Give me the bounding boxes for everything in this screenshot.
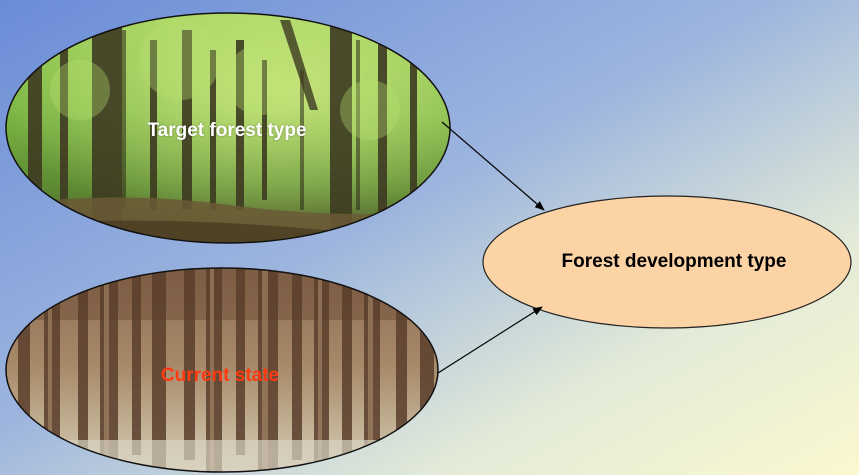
forest-development-ellipse — [482, 195, 852, 329]
target-forest-label: Target forest type — [147, 120, 307, 141]
arrow-current-to-development — [437, 306, 543, 374]
target-forest-ellipse — [5, 12, 451, 244]
current-state-ellipse — [5, 267, 439, 473]
forest-development-label: Forest development type — [561, 251, 787, 272]
arrow-target-to-development — [441, 121, 545, 211]
current-state-label: Current state — [160, 365, 280, 386]
